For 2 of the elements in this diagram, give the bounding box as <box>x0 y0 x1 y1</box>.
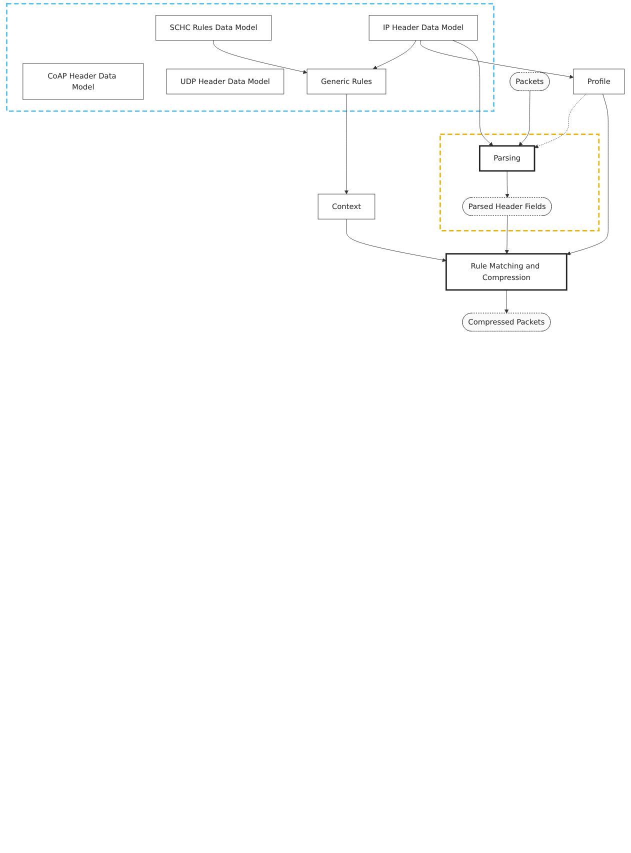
cluster <box>6 3 494 112</box>
cluster <box>440 134 600 232</box>
